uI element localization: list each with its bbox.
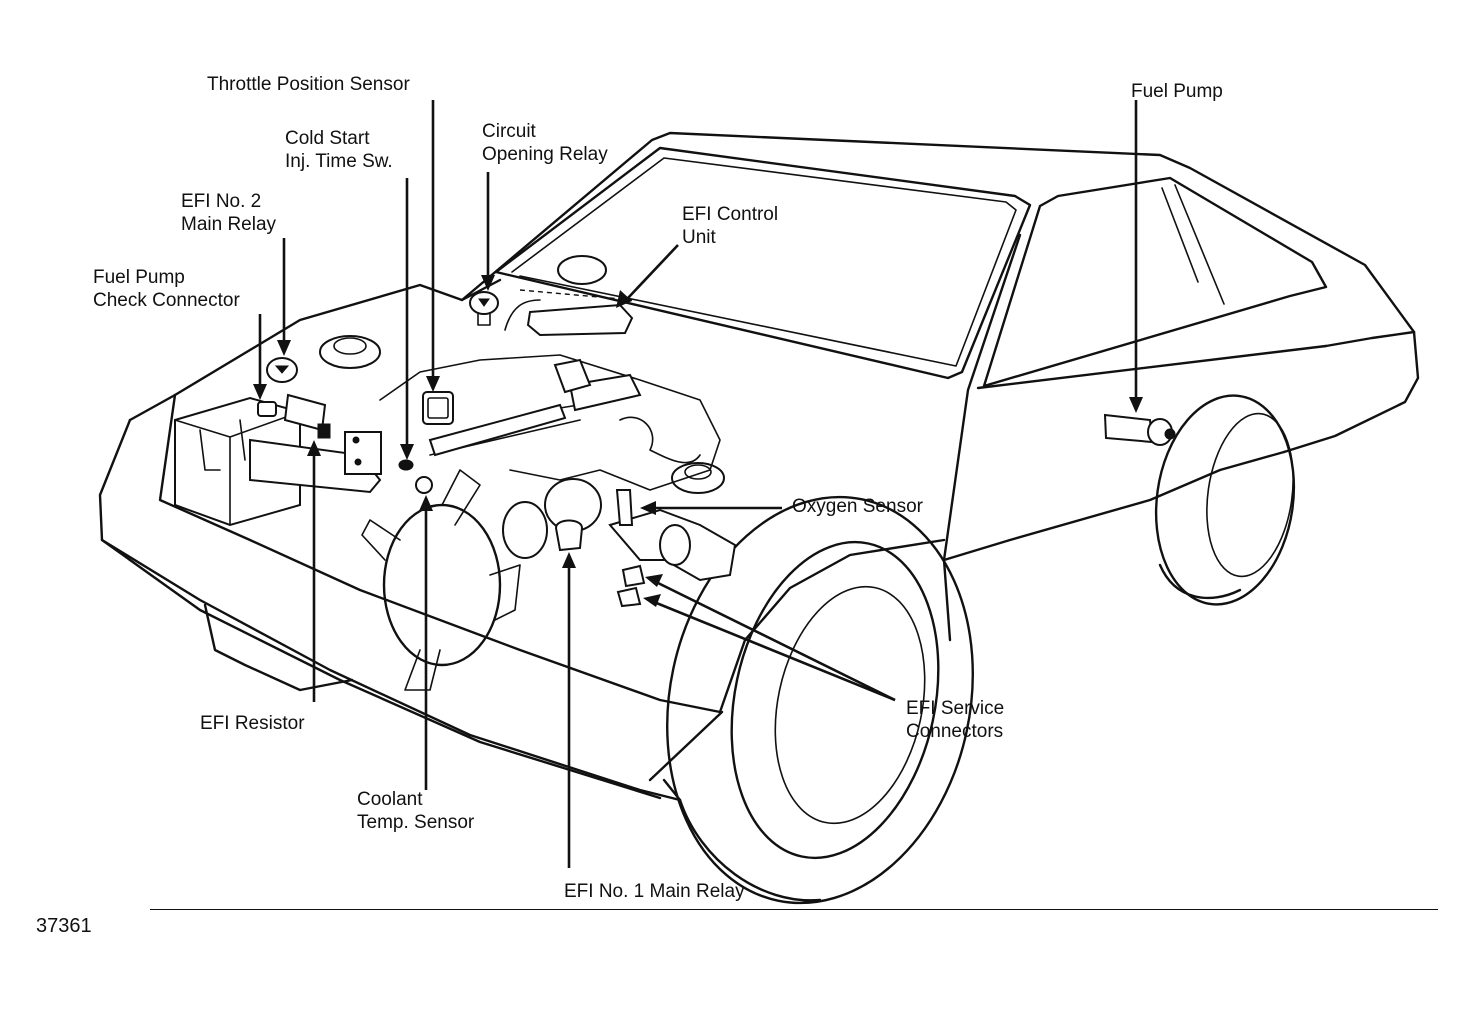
- label-line: Opening Relay: [482, 144, 608, 165]
- rear-wheel: [1154, 394, 1296, 606]
- label-line: Circuit: [482, 121, 536, 142]
- label-line: Main Relay: [181, 214, 277, 235]
- component-markers: [257, 291, 1176, 608]
- label-line: Fuel Pump: [93, 267, 185, 288]
- label-line: EFI No. 2: [181, 191, 262, 212]
- label-line: Check Connector: [93, 290, 240, 311]
- label-line: EFI No. 1 Main Relay: [564, 881, 745, 902]
- label-efi-service-connectors: EFI Service Connectors: [906, 697, 1004, 743]
- engine-bay: [174, 255, 737, 691]
- figure-number: 37361: [36, 915, 92, 937]
- label-cold-start-inj-time-sw: Cold Start Inj. Time Sw.: [285, 127, 393, 173]
- label-fuel-pump: Fuel Pump: [1131, 80, 1223, 103]
- label-line: Connectors: [906, 721, 1004, 742]
- leader-lines: [253, 100, 1143, 868]
- label-oxygen-sensor: Oxygen Sensor: [792, 495, 923, 518]
- label-fuel-pump-check-connector: Fuel Pump Check Connector: [93, 266, 240, 312]
- label-efi-resistor: EFI Resistor: [200, 712, 305, 735]
- label-line: Throttle Position Sensor: [207, 74, 410, 95]
- label-line: Cold Start: [285, 128, 370, 149]
- label-line: Temp. Sensor: [357, 812, 475, 833]
- label-line: EFI Control: [682, 204, 779, 225]
- front-wheel: [666, 495, 974, 905]
- footer-rule: [150, 909, 1438, 910]
- label-line: Coolant: [357, 789, 423, 810]
- label-circuit-opening-relay: Circuit Opening Relay: [482, 120, 608, 166]
- label-line: Inj. Time Sw.: [285, 151, 393, 172]
- label-line: EFI Resistor: [200, 713, 305, 734]
- label-line: Unit: [682, 227, 716, 248]
- label-line: EFI Service: [906, 698, 1005, 719]
- label-line: Fuel Pump: [1131, 81, 1223, 102]
- label-coolant-temp-sensor: Coolant Temp. Sensor: [357, 788, 474, 834]
- car-body-outline: [98, 131, 1420, 802]
- label-efi-no2-main-relay: EFI No. 2 Main Relay: [181, 190, 276, 236]
- label-efi-no1-main-relay: EFI No. 1 Main Relay: [564, 880, 745, 903]
- label-throttle-position-sensor: Throttle Position Sensor: [207, 73, 410, 96]
- label-efi-control-unit: EFI Control Unit: [682, 203, 778, 249]
- label-line: Oxygen Sensor: [792, 496, 923, 517]
